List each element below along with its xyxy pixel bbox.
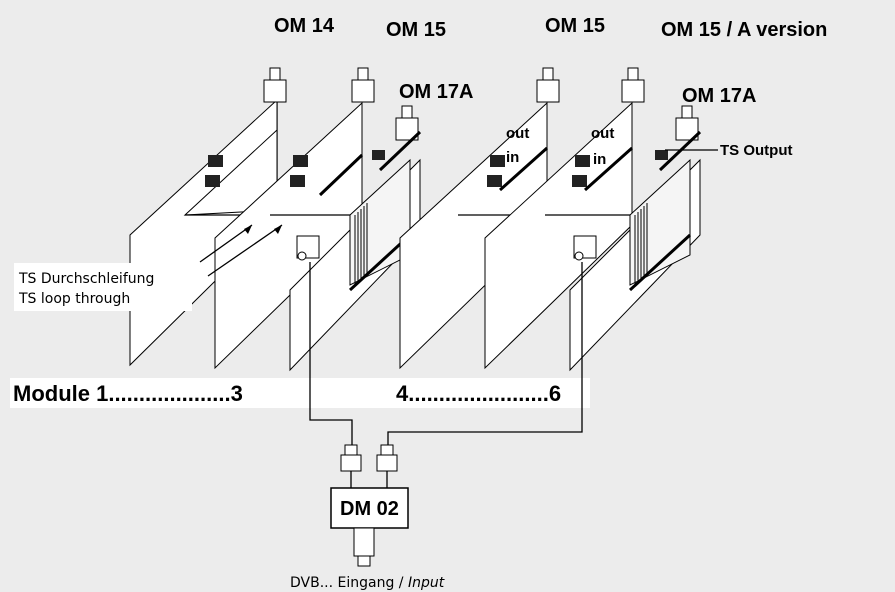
label-loop-en: TS loop through bbox=[18, 291, 130, 307]
board-om15-b bbox=[399, 67, 560, 370]
label-om15-b: OM 15 bbox=[545, 15, 605, 37]
label-om17a-a: OM 17A bbox=[399, 81, 473, 103]
board-om17a-b bbox=[569, 105, 718, 372]
board-connector bbox=[263, 79, 287, 103]
label-ts-output: TS Output bbox=[720, 142, 792, 159]
label-om14: OM 14 bbox=[274, 15, 335, 37]
label-out-a: out bbox=[506, 125, 529, 142]
dm02-unit bbox=[330, 444, 409, 567]
label-out-b: out bbox=[591, 125, 614, 142]
board-om17a-a bbox=[289, 105, 422, 372]
label-module-1-3: Module 1....................3 bbox=[13, 381, 243, 406]
label-loop-de: TS Durchschleifung bbox=[18, 271, 154, 287]
label-om15-a: OM 15 bbox=[386, 19, 446, 41]
module-band bbox=[10, 378, 590, 408]
label-in-a: in bbox=[506, 149, 519, 166]
label-om15-version: OM 15 / A version bbox=[661, 19, 827, 41]
label-module-4-6: 4.......................6 bbox=[396, 381, 561, 406]
board-om15-version bbox=[484, 67, 645, 370]
label-dm02: DM 02 bbox=[340, 498, 399, 520]
label-in-b: in bbox=[593, 151, 606, 168]
label-om17a-b: OM 17A bbox=[682, 85, 756, 107]
dm02-box bbox=[330, 487, 409, 529]
connector-block bbox=[208, 155, 223, 167]
label-input: DVB... Eingang / Input bbox=[290, 575, 445, 591]
board-om15-a bbox=[214, 67, 375, 370]
